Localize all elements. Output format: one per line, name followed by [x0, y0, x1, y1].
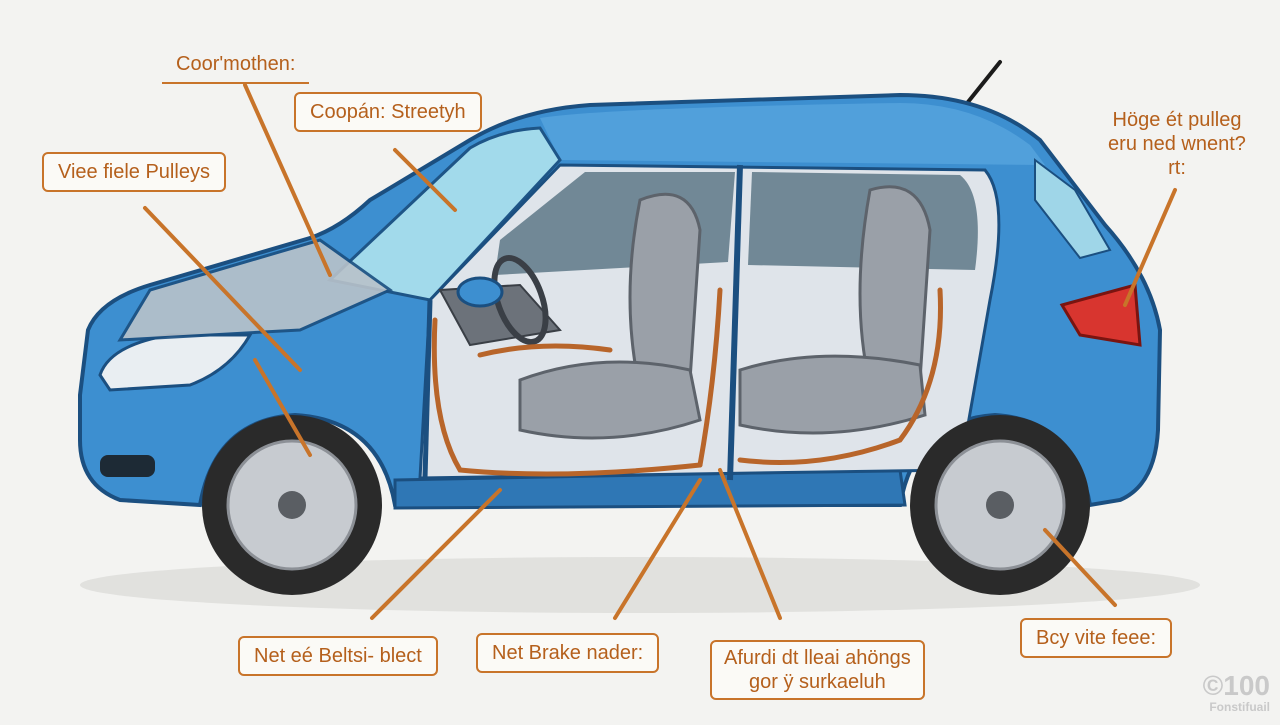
front-seat — [518, 192, 702, 440]
b-pillar — [727, 164, 743, 481]
a-pillar-frame — [422, 299, 433, 479]
callout-text-line1: Höge ét pulleg — [1112, 109, 1242, 131]
callout-text-line3: rt: — [1168, 157, 1186, 179]
callout-text-line2: gor ÿ surkaeluh — [749, 671, 886, 693]
leader-lines — [143, 83, 1177, 620]
watermark: ©100 Fonstifuail — [1202, 670, 1270, 715]
callout-text-line2: eru ned wnent? — [1108, 133, 1246, 155]
callout-text: Coopán: Streetyh — [310, 101, 466, 123]
callout-hoge-et-pulleg: Höge ét pulleg eru ned wnent? rt: — [1092, 108, 1262, 180]
cable-lines — [431, 287, 943, 477]
callout-coor-mothen: Coor'mothen: — [162, 46, 310, 84]
callout-afurdi-dt-lleai: Afurdi dt lleai ahöngs gor ÿ surkaeluh — [710, 640, 925, 700]
callout-net-brake-nader: Net Brake nader: — [476, 633, 660, 673]
watermark-line2: Fonstifuail — [1209, 700, 1270, 714]
callout-text: Coor'mothen: — [176, 53, 296, 75]
windshield — [326, 126, 562, 302]
callout-text-line1: Afurdi dt lleai ahöngs — [724, 647, 911, 669]
fog-light — [100, 455, 155, 477]
callout-text: Net Brake nader: — [492, 642, 644, 664]
side-mirror — [456, 276, 504, 308]
front-wheel — [202, 415, 382, 595]
rear-wheel — [910, 415, 1090, 595]
callout-viee-fiele-pulleys: Viee fiele Pulleys — [42, 152, 226, 192]
steering-wheel — [491, 254, 549, 346]
tail-light — [1059, 283, 1142, 347]
ground-shadow — [80, 557, 1200, 613]
callout-text: Bcy vite feee: — [1036, 627, 1157, 649]
callout-text: Viee fiele Pulleys — [58, 161, 210, 183]
callout-coopan-streetyh: Coopán: Streetyh — [294, 92, 482, 132]
engine-bay — [117, 238, 394, 342]
callout-bcy-vite-feee: Bcy vite feee: — [1020, 618, 1173, 658]
callout-text: Net eé Beltsi- blect — [254, 645, 422, 667]
callout-net-ee-beltsi-blect: Net eé Beltsi- blect — [238, 636, 438, 676]
watermark-line1: ©100 — [1202, 670, 1270, 701]
rear-seat — [738, 185, 932, 435]
roof-highlight — [540, 103, 1045, 165]
rear-quarter-window — [1034, 158, 1112, 260]
headlight — [98, 333, 253, 392]
